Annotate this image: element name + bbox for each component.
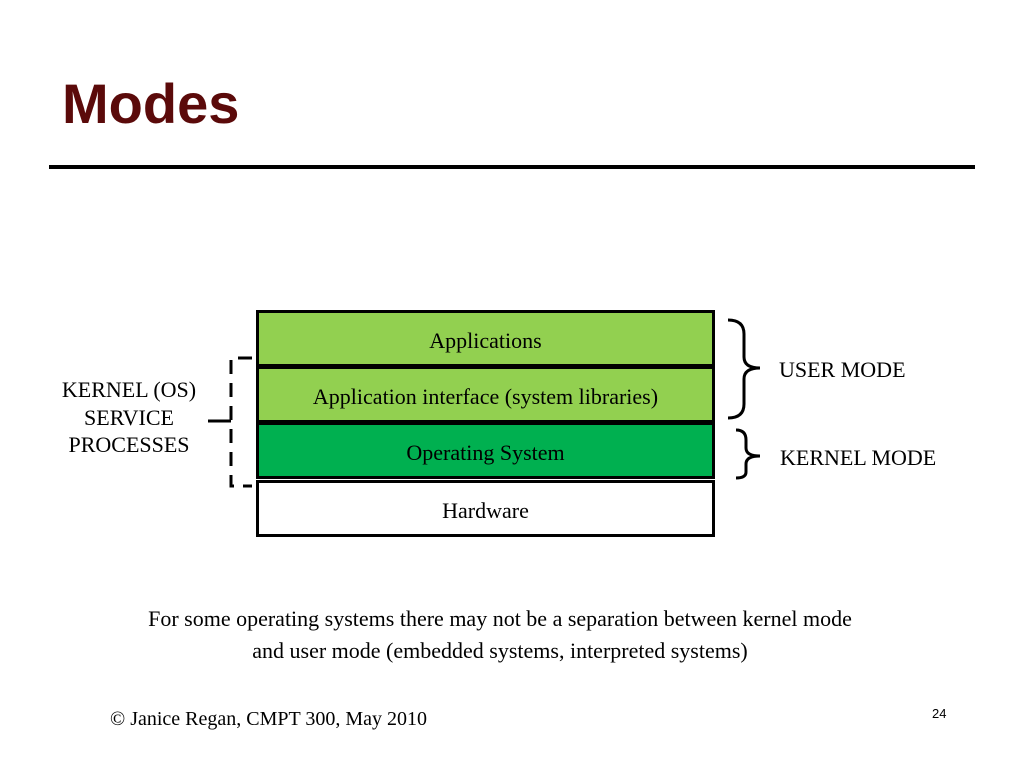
user-mode-label: USER MODE (779, 357, 906, 382)
title-underline (49, 165, 975, 169)
kernel-service-dashed-bracket (229, 356, 252, 488)
layer-application-interface-label: Application interface (system libraries) (312, 384, 659, 409)
copyright-footer: © Janice Regan, CMPT 300, May 2010 (110, 708, 428, 730)
user-mode-brace (727, 318, 761, 420)
kernel-service-label-line3: PROCESSES (68, 432, 190, 457)
layer-hardware-label: Hardware (442, 498, 529, 523)
kernel-service-processes-label: KERNEL (OS) SERVICE PROCESSES (44, 376, 214, 459)
layer-operating-system: Operating System (256, 422, 715, 479)
separation-note: For some operating systems there may not… (60, 603, 940, 667)
layer-application-interface: Application interface (system libraries) (256, 366, 715, 423)
separation-note-line1: For some operating systems there may not… (148, 606, 852, 631)
layer-operating-system-label: Operating System (406, 440, 565, 465)
layer-applications: Applications (256, 310, 715, 367)
slide-title: Modes (62, 72, 240, 135)
kernel-service-label-line2: SERVICE (84, 404, 174, 430)
kernel-service-label-line1: KERNEL (OS) (61, 377, 197, 402)
page-number: 24 (932, 706, 947, 721)
separation-note-line2: and user mode (embedded systems, interpr… (252, 637, 748, 663)
layer-applications-label: Applications (429, 328, 542, 353)
layer-hardware: Hardware (256, 480, 715, 537)
kernel-mode-label: KERNEL MODE (780, 445, 937, 470)
kernel-mode-brace (735, 428, 761, 480)
